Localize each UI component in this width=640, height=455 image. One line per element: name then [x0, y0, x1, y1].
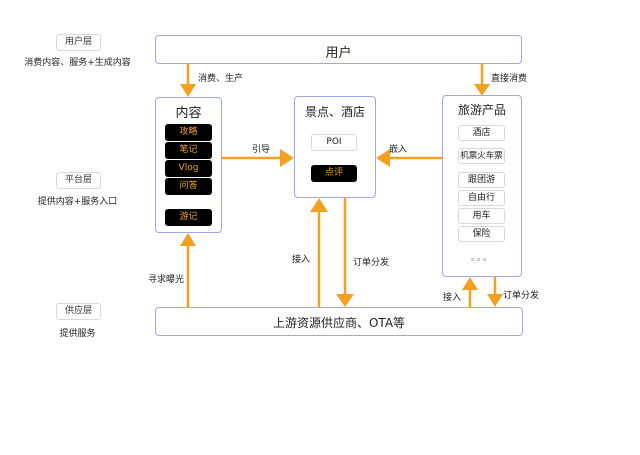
edge-label-travel-to-poi: 嵌入: [389, 145, 408, 155]
content-item: 攻略: [165, 124, 212, 141]
arrow-content-to-poi: [211, 149, 294, 167]
review-label: 点评: [311, 165, 357, 182]
layer-tag-supplier: 供应层: [56, 303, 101, 320]
content-item: Vlog: [165, 160, 212, 177]
arrow-user-to-travel: [474, 64, 490, 96]
travel-product-item: 跟团游: [458, 172, 505, 188]
content-box: 内容 攻略 笔记 Vlog 问答 游记: [155, 97, 222, 233]
travel-products-title: 旅游产品: [457, 103, 506, 117]
poi-box-title: 景点、酒店: [304, 105, 365, 119]
travel-product-item: 自由行: [458, 190, 505, 206]
arrow-travel-to-poi: [376, 149, 442, 167]
travel-product-item: 保险: [458, 226, 505, 242]
layer-desc-supplier: 提供服务: [59, 329, 96, 339]
content-item-travelogue: 游记: [165, 209, 212, 226]
edge-label-user-to-content: 消费、生产: [198, 74, 244, 84]
arrow-user-to-content: [180, 64, 196, 97]
arrow-supplier-to-poi: [310, 198, 328, 307]
supplier-box-title: 上游资源供应商、OTA等: [272, 316, 406, 330]
edge-label-content-to-poi: 引导: [252, 145, 271, 155]
layer-tag-platform: 平台层: [56, 172, 101, 189]
user-box-title: 用户: [325, 46, 352, 61]
arrow-travel-to-supplier: [487, 277, 503, 307]
edge-label-supplier-to-travel: 接入: [443, 293, 462, 303]
content-item: 问答: [165, 178, 212, 195]
layer-desc-platform: 提供内容+服务入口: [37, 197, 118, 207]
poi-box: 景点、酒店 POI 点评: [294, 96, 376, 198]
travel-product-item: 酒店: [458, 125, 505, 141]
edge-label-user-to-travel: 直接消费: [491, 74, 528, 84]
edge-label-supplier-to-poi: 接入: [292, 255, 311, 265]
content-box-title: 内容: [175, 106, 202, 121]
layer-desc-user: 消费内容、服务+生成内容: [24, 58, 131, 68]
arrow-poi-to-supplier: [336, 198, 354, 307]
travel-product-item: 机票火车票: [458, 148, 505, 164]
travel-products-more: 。。。: [471, 253, 493, 262]
supplier-box: 上游资源供应商、OTA等: [155, 307, 523, 336]
edge-label-supplier-to-content: 寻求曝光: [148, 275, 185, 285]
travel-product-item: 用车: [458, 208, 505, 224]
travel-products-box: 旅游产品 酒店 机票火车票 跟团游 自由行 用车 保险 。。。: [442, 95, 522, 277]
content-item: 笔记: [165, 142, 212, 159]
poi-label: POI: [311, 134, 357, 151]
user-box: 用户: [155, 35, 522, 64]
arrow-supplier-to-travel: [462, 277, 478, 307]
edge-label-travel-to-supplier: 订单分发: [503, 291, 540, 301]
edge-label-poi-to-supplier: 订单分发: [353, 258, 390, 268]
layer-tag-user: 用户层: [56, 34, 101, 51]
arrow-supplier-to-content: [180, 233, 196, 307]
